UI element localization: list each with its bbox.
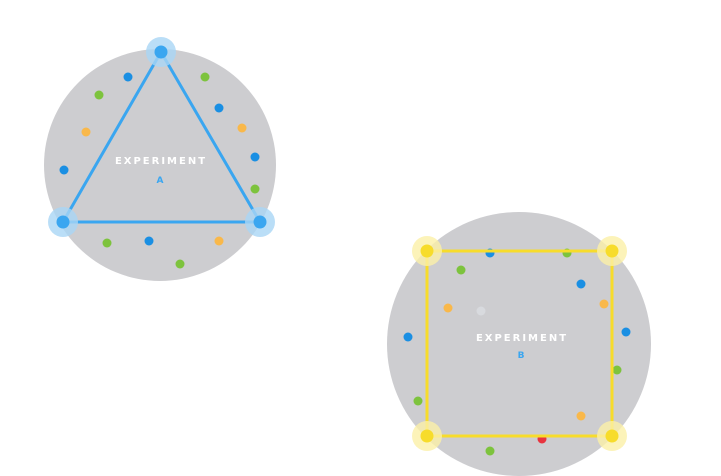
- experiment-b-dot: [612, 365, 622, 375]
- experiment-b-dot: [403, 332, 413, 342]
- experiment-b-dot: [456, 265, 466, 275]
- square-vertex[interactable]: [605, 244, 619, 258]
- experiment-a-dot: [250, 152, 260, 162]
- experiment-a-dot: [123, 72, 133, 82]
- triangle-vertex[interactable]: [56, 215, 70, 229]
- experiment-b-square: [425, 249, 614, 438]
- experiment-b-dot: [576, 279, 586, 289]
- experiment-a-group: EXPERIMENT A: [44, 37, 276, 281]
- experiment-b-letter: B: [518, 351, 525, 361]
- experiment-a-dot: [237, 123, 247, 133]
- experiment-b-dot: [413, 396, 423, 406]
- experiment-a-dot: [214, 236, 224, 246]
- experiment-a-vertices: [48, 37, 275, 237]
- experiment-b-dot: [443, 303, 453, 313]
- experiment-a-dot: [81, 127, 91, 137]
- experiment-a-title: EXPERIMENT: [115, 156, 207, 167]
- square-vertex[interactable]: [420, 244, 434, 258]
- experiment-b-dots: [403, 248, 631, 456]
- experiment-a-dot: [214, 103, 224, 113]
- experiment-b-faint-dot: [476, 306, 486, 316]
- experiment-b-dot: [599, 299, 609, 309]
- experiment-b-dot: [576, 411, 586, 421]
- experiment-a-dot: [144, 236, 154, 246]
- experiment-b-circle: [387, 212, 651, 476]
- experiment-b-group: EXPERIMENT B: [387, 212, 651, 476]
- experiment-b-title: EXPERIMENT: [476, 333, 568, 344]
- experiment-a-dot: [94, 90, 104, 100]
- experiment-b-dot: [621, 327, 631, 337]
- experiment-a-dot: [200, 72, 210, 82]
- square-vertex[interactable]: [605, 429, 619, 443]
- experiment-b-vertices: [412, 236, 627, 451]
- experiment-b-dot: [485, 446, 495, 456]
- experiment-a-dots: [59, 72, 260, 269]
- experiment-a-dot: [102, 238, 112, 248]
- experiment-a-letter: A: [157, 176, 164, 186]
- experiment-a-dot: [250, 184, 260, 194]
- square-vertex[interactable]: [420, 429, 434, 443]
- experiment-a-dot: [175, 259, 185, 269]
- experiment-a-triangle: [61, 50, 262, 224]
- experiment-a-dot: [59, 165, 69, 175]
- triangle-vertex[interactable]: [154, 45, 168, 59]
- triangle-vertex[interactable]: [253, 215, 267, 229]
